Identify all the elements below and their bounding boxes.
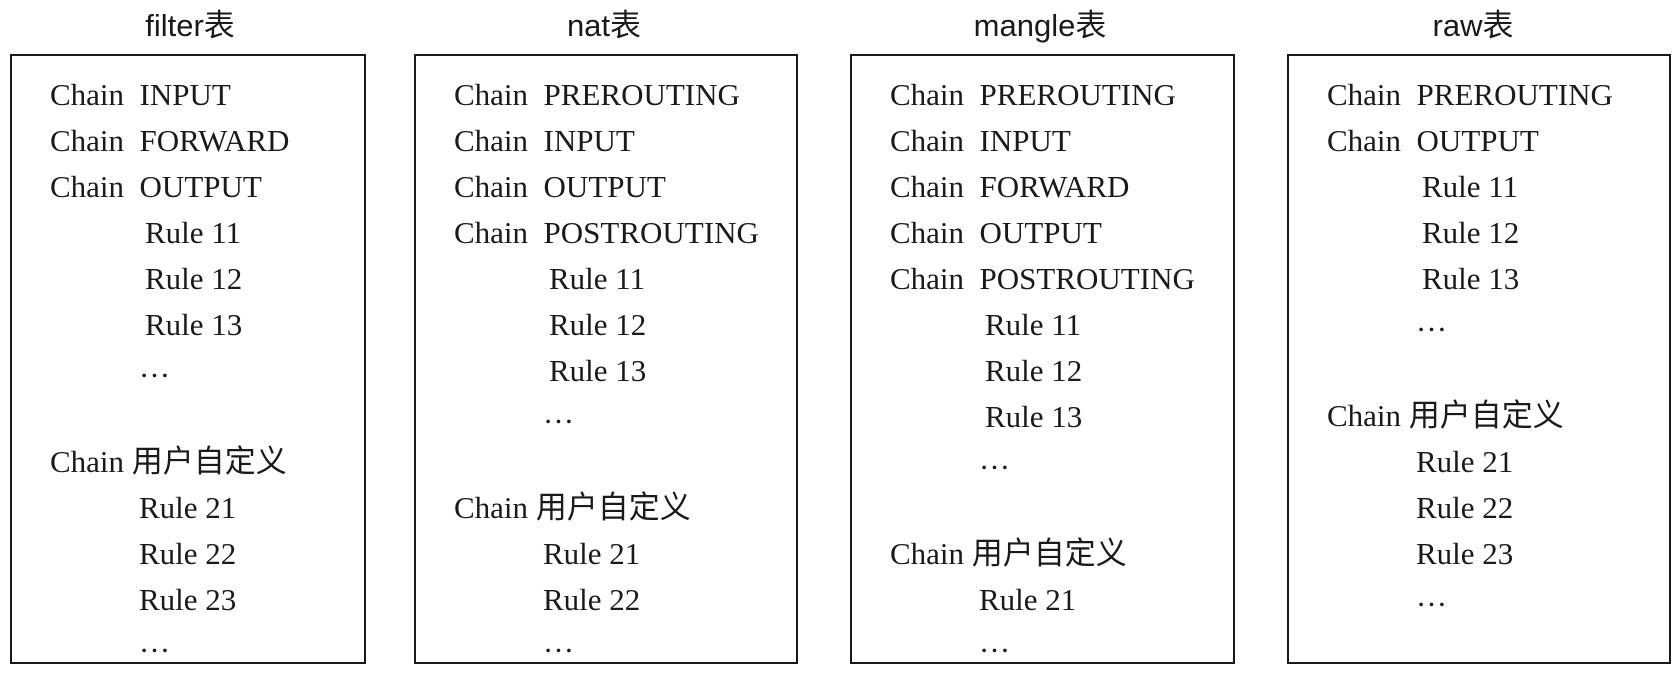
chain-user-defined: Chain 用户自定义 [890, 536, 1127, 571]
chain-forward: Chain FORWARD [890, 169, 1130, 204]
rule-13: Rule 13 [985, 399, 1083, 434]
nat-table-box: Chain PREROUTING Chain INPUT Chain OUTPU… [414, 54, 798, 664]
raw-table-title: raw表 [1432, 8, 1514, 43]
chain-forward: Chain FORWARD [50, 123, 290, 158]
chain-user-defined: Chain 用户自定义 [50, 444, 287, 479]
chain-output: Chain OUTPUT [50, 169, 262, 204]
raw-table-box: Chain PREROUTING Chain OUTPUT Rule 11 Ru… [1287, 54, 1671, 664]
chain-prerouting: Chain PREROUTING [454, 77, 740, 112]
chain-input: Chain INPUT [454, 123, 635, 158]
rule-22: Rule 22 [543, 582, 641, 617]
mangle-table-box: Chain PREROUTING Chain INPUT Chain FORWA… [850, 54, 1235, 664]
chain-prerouting: Chain PREROUTING [1327, 77, 1613, 112]
chain-user-defined: Chain 用户自定义 [1327, 398, 1564, 433]
ellipsis: … [979, 441, 1010, 476]
rule-22: Rule 22 [1416, 490, 1514, 525]
ellipsis: … [1416, 303, 1447, 338]
rule-12: Rule 12 [1422, 215, 1520, 250]
chain-user-defined: Chain 用户自定义 [454, 490, 691, 525]
chain-output: Chain OUTPUT [454, 169, 666, 204]
ellipsis: … [1416, 578, 1447, 613]
rule-21: Rule 21 [979, 582, 1077, 617]
chain-prerouting: Chain PREROUTING [890, 77, 1176, 112]
rule-22: Rule 22 [139, 536, 237, 571]
ellipsis: … [543, 395, 574, 430]
nat-table-title: nat表 [566, 8, 642, 43]
chain-input: Chain INPUT [890, 123, 1071, 158]
rule-13: Rule 13 [145, 307, 243, 342]
chain-output: Chain OUTPUT [890, 215, 1102, 250]
filter-table-box: Chain INPUT Chain FORWARD Chain OUTPUT R… [10, 54, 366, 664]
mangle-table-title: mangle表 [973, 8, 1107, 43]
rule-12: Rule 12 [145, 261, 243, 296]
chain-output: Chain OUTPUT [1327, 123, 1539, 158]
rule-11: Rule 11 [549, 261, 646, 296]
ellipsis: … [979, 624, 1010, 659]
rule-11: Rule 11 [985, 307, 1082, 342]
filter-table-title: filter表 [145, 8, 235, 43]
ellipsis: … [139, 624, 170, 659]
chain-postrouting: Chain POSTROUTING [454, 215, 759, 250]
rule-12: Rule 12 [549, 307, 647, 342]
rule-13: Rule 13 [549, 353, 647, 388]
rule-13: Rule 13 [1422, 261, 1520, 296]
rule-11: Rule 11 [145, 215, 242, 250]
rule-21: Rule 21 [543, 536, 641, 571]
rule-11: Rule 11 [1422, 169, 1519, 204]
rule-21: Rule 21 [139, 490, 237, 525]
rule-21: Rule 21 [1416, 444, 1514, 479]
ellipsis: … [139, 349, 170, 384]
chain-input: Chain INPUT [50, 77, 231, 112]
rule-12: Rule 12 [985, 353, 1083, 388]
chain-postrouting: Chain POSTROUTING [890, 261, 1195, 296]
ellipsis: … [543, 624, 574, 659]
rule-23: Rule 23 [139, 582, 237, 617]
rule-23: Rule 23 [1416, 536, 1514, 571]
